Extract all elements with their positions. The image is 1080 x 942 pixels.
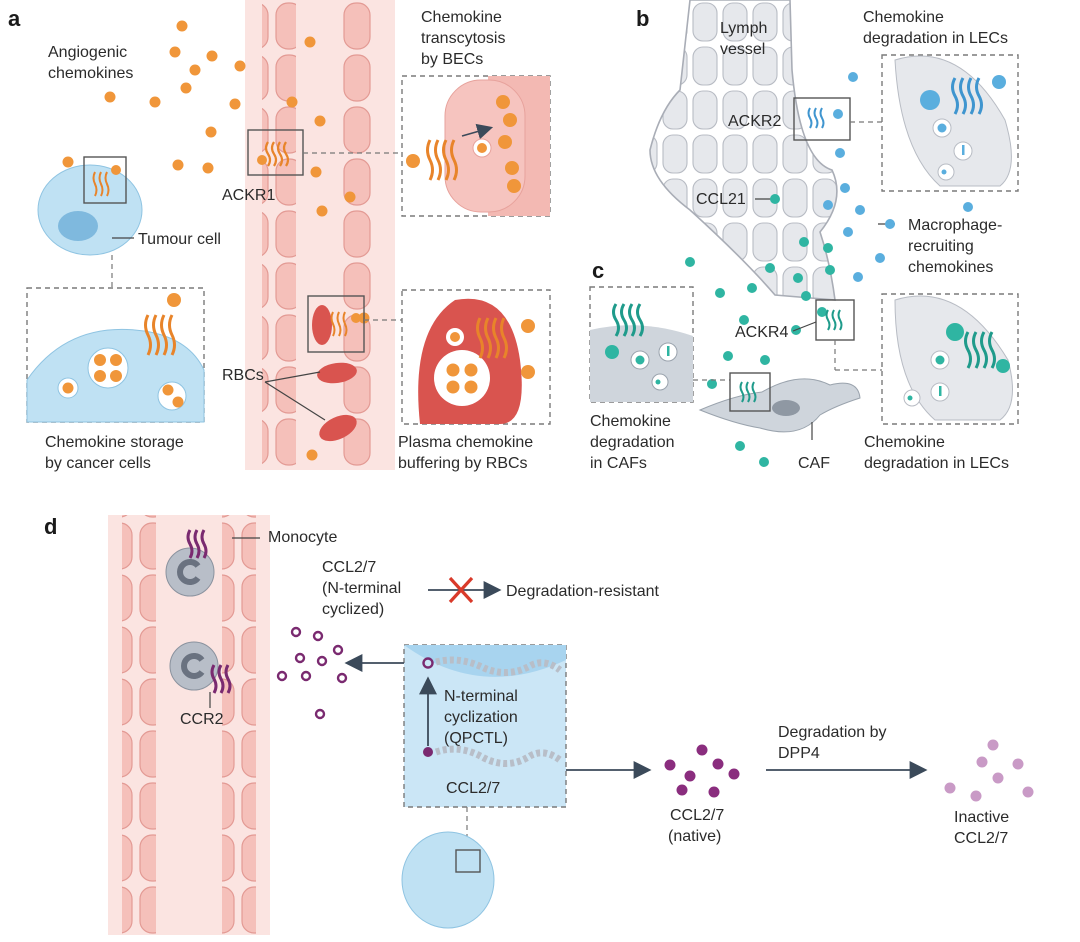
native-peptide-chain — [423, 745, 563, 767]
ackr1-receptor-icon — [264, 141, 290, 167]
lymph-vessel-label-1: Lymph — [720, 20, 767, 37]
buffering-label-1: Plasma chemokine — [398, 434, 533, 451]
blocked-cross-icon — [448, 576, 474, 604]
dpp4-label-1: Degradation by — [778, 724, 887, 741]
caf-degradation-label-1: Chemokine — [590, 413, 671, 430]
rbc-box — [307, 295, 365, 353]
caf-cell — [698, 372, 861, 433]
angiogenic-label-2: chemokines — [48, 65, 133, 82]
inactive-chemokine-dots — [944, 739, 1034, 802]
red-blood-cells — [317, 362, 357, 442]
angiogenic-chemokine-dots — [62, 20, 370, 461]
lec-bottom-label-2: degradation in LECs — [864, 455, 1009, 472]
rbcs-label: RBCs — [222, 367, 264, 384]
panel-b: b Lymph vessel Chemokine degradation in … — [636, 0, 1019, 301]
dpp4-label-2: DPP4 — [778, 745, 820, 762]
ackr4-label: ACKR4 — [735, 324, 788, 341]
ccr2-label: CCR2 — [180, 711, 224, 728]
angiogenic-label-1: Angiogenic — [48, 44, 127, 61]
macrophage-chemokine-dots — [823, 72, 973, 282]
rbc-receptor-icon — [312, 305, 361, 345]
ccl21-dots — [685, 237, 835, 467]
transcytosis-label-1: Chemokine — [421, 9, 502, 26]
panel-d: d Monocyte CCR2 CCL2/7 (N-terminal cycli… — [44, 514, 1034, 935]
cyclized-label-3: cyclized) — [322, 601, 384, 618]
lymph-vessel-label-2: vessel — [720, 41, 765, 58]
native-chemokine-dots — [664, 744, 740, 798]
ccl21-label: CCL21 — [696, 191, 746, 208]
monocyte-top — [165, 529, 215, 597]
caf-degradation-label-3: in CAFs — [590, 455, 647, 472]
cyclized-label-1: CCL2/7 — [322, 559, 376, 576]
caf-label: CAF — [798, 455, 830, 472]
native-label-1: CCL2/7 — [670, 807, 724, 824]
caf-inset-cell — [590, 303, 693, 402]
storage-label-2: by cancer cells — [45, 455, 151, 472]
panel-label-a: a — [8, 6, 21, 31]
tumour-cell-d — [401, 831, 495, 929]
ackr1-label: ACKR1 — [222, 187, 275, 204]
degradation-resistant-label: Degradation-resistant — [506, 583, 660, 600]
buffering-label-2: buffering by RBCs — [398, 455, 528, 472]
panel-label-b: b — [636, 6, 649, 31]
inactive-label-1: Inactive — [954, 809, 1009, 826]
lec-top-inset — [881, 54, 1019, 192]
panel-label-d: d — [44, 514, 57, 539]
native-label-2: (native) — [668, 828, 721, 845]
storage-label-1: Chemokine storage — [45, 434, 184, 451]
tumour-cell — [37, 156, 143, 256]
cyclized-peptide-chain — [422, 656, 563, 676]
monocyte-label: Monocyte — [268, 529, 337, 546]
panel-c: c ACKR4 CAF — [589, 237, 1019, 472]
macrophage-label-2: recruiting — [908, 238, 974, 255]
panel-label-c: c — [592, 258, 604, 283]
transcytosis-label-2: transcytosis — [421, 30, 505, 47]
ackr2-box — [793, 97, 851, 141]
bec-cell-inset — [406, 76, 550, 216]
cyclization-label-2: cyclization — [444, 709, 518, 726]
lec-top-label-1: Chemokine — [863, 9, 944, 26]
ccl27-cell-label: CCL2/7 — [446, 780, 500, 797]
cyclization-label-1: N-terminal — [444, 688, 518, 705]
cancer-storage-inset — [26, 293, 205, 423]
inactive-label-2: CCL2/7 — [954, 830, 1008, 847]
ackr2-label: ACKR2 — [728, 113, 781, 130]
macrophage-label-1: Macrophage- — [908, 217, 1002, 234]
caf-degradation-label-2: degradation — [590, 434, 675, 451]
rbc-buffer-inset — [418, 298, 535, 424]
tumour-cell-label: Tumour cell — [138, 231, 221, 248]
lec-top-cell — [894, 55, 1012, 187]
monocyte-bottom — [169, 641, 232, 694]
cyclization-label-3: (QPCTL) — [444, 730, 508, 747]
macrophage-label-3: chemokines — [908, 259, 993, 276]
transcytosis-label-3: by BECs — [421, 51, 483, 68]
panel-a: a Angiogenic chemokines Chemokine transc… — [8, 0, 551, 472]
lec-bottom-label-1: Chemokine — [864, 434, 945, 451]
lec-bottom-inset — [881, 293, 1019, 425]
blood-vessel — [245, 0, 395, 470]
cyclized-chemokine-rings — [276, 626, 348, 720]
lec-top-label-2: degradation in LECs — [863, 30, 1008, 47]
lec-bottom-cell — [894, 295, 1013, 421]
cyclized-label-2: (N-terminal — [322, 580, 401, 597]
